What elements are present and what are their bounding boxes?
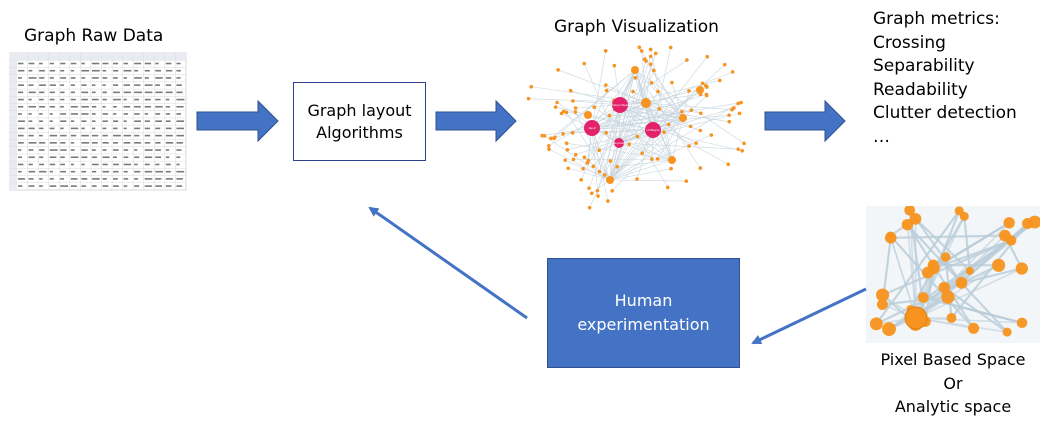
graph-layout-algorithms-box: Graph layout Algorithms bbox=[293, 82, 426, 161]
graph-node-1 bbox=[584, 120, 600, 136]
pixel-space-line3: Analytic space bbox=[894, 397, 1012, 416]
metric-item-clutter-detection: Clutter detection bbox=[873, 103, 1017, 124]
raw-data-title: Graph Raw Data bbox=[24, 26, 164, 46]
human-box-line1: Human bbox=[614, 291, 673, 310]
pixel-space-zoom-image bbox=[866, 206, 1040, 343]
arrow-algorithms-to-visualization bbox=[435, 99, 517, 143]
raw-data-spreadsheet bbox=[9, 52, 187, 191]
graph-node-3 bbox=[614, 138, 624, 148]
graph-node-label: Lil Wayne bbox=[646, 128, 659, 132]
human-box-line2: experimentation bbox=[577, 315, 710, 334]
pixel-space-line2: Or bbox=[943, 373, 963, 393]
arrow-data-to-algorithms bbox=[196, 99, 279, 143]
metric-item-separability: Separability bbox=[873, 56, 975, 77]
graph-node-label: Kanye West bbox=[612, 103, 628, 107]
arrow-pixel-space-to-human bbox=[751, 287, 867, 345]
algo-box-line2: Algorithms bbox=[316, 122, 403, 142]
visualization-title: Graph Visualization bbox=[554, 17, 719, 37]
metric-item-readability: Readability bbox=[873, 79, 968, 100]
graph-node-label: Beyonce bbox=[613, 141, 625, 145]
metric-item-crossing: Crossing bbox=[873, 32, 946, 53]
arrow-human-to-algorithms bbox=[368, 206, 528, 320]
human-experimentation-box: Human experimentation bbox=[547, 258, 740, 368]
algo-box-line1: Graph layout bbox=[307, 100, 412, 120]
metric-item-ellipsis: … bbox=[873, 126, 890, 147]
metrics-heading: Graph metrics: bbox=[873, 9, 1000, 29]
graph-node-label: Jay-Z bbox=[588, 126, 596, 130]
pixel-space-label: Pixel Based Space Or Analytic space bbox=[858, 348, 1040, 419]
graph-node-2 bbox=[645, 122, 661, 138]
arrow-visualization-to-metrics bbox=[764, 99, 846, 143]
metrics-list: Graph metrics: Crossing Separability Rea… bbox=[873, 8, 1017, 150]
pixel-space-line1: Pixel Based Space bbox=[880, 350, 1026, 369]
graph-node-0 bbox=[612, 97, 628, 113]
